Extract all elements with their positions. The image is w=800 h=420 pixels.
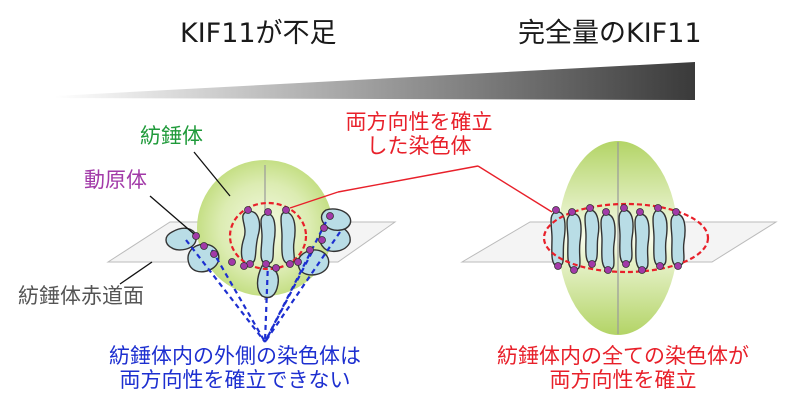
left-caption: 紡錘体内の外側の染色体は 両方向性を確立できない: [70, 344, 400, 392]
kinetochore: [294, 258, 302, 266]
equatorial-plane-label: 紡錘体赤道面: [18, 284, 144, 308]
kinetochore: [588, 260, 596, 268]
kinetochore: [228, 258, 236, 266]
kinetochore: [200, 242, 208, 250]
kinetochore: [622, 260, 630, 268]
left-bioriented-ellipse: [228, 201, 308, 271]
kinetochore: [674, 262, 682, 270]
kif11-gradient-wedge: [55, 62, 695, 100]
kinetochore: [282, 206, 290, 214]
kinetochore: [244, 206, 252, 214]
failure-line: [185, 239, 266, 343]
left-failure-lines: [185, 213, 341, 343]
chromosome: [618, 209, 634, 265]
chromosome: [584, 209, 600, 265]
chromosome: [260, 213, 276, 265]
kinetochore: [672, 208, 680, 216]
kinetochore: [318, 236, 326, 244]
kinetochore: [638, 266, 646, 274]
kinetochore: [262, 260, 270, 268]
chromosome: [652, 209, 668, 267]
left-caption-line1: 紡錘体内の外側の染色体は: [109, 344, 361, 368]
right-bioriented-ellipse: [542, 202, 710, 274]
kinetochore: [306, 246, 314, 254]
chromosome: [670, 213, 686, 267]
spindle-label: 紡錘体: [140, 124, 203, 148]
bioriented-connector-left: [289, 191, 339, 209]
kinetochore: [656, 262, 664, 270]
bioriented-label: 両方向性を確立 した染色体: [334, 110, 504, 158]
kinetochore: [210, 250, 218, 258]
failure-line: [263, 261, 270, 343]
left-kinetochores: [192, 206, 334, 272]
kinetochore: [586, 204, 594, 212]
chromosome: [165, 227, 197, 251]
kinetochore: [636, 208, 644, 216]
bioriented-label-line2: した染色体: [366, 134, 472, 159]
chromosome: [600, 213, 616, 271]
kinetochore: [554, 262, 562, 270]
right-caption-line2: 両方向性を確立: [549, 368, 697, 393]
spindle-leader-line: [193, 151, 231, 197]
kinetochore: [320, 224, 328, 232]
header-right-label: 完全量のKIF11: [518, 18, 702, 49]
right-kinetochores: [552, 204, 682, 274]
kinetochore: [620, 204, 628, 212]
chromosome: [187, 243, 220, 273]
plane-leader-line: [119, 261, 153, 285]
right-cell: [460, 141, 778, 335]
kinetochore: [570, 266, 578, 274]
kinetochore: [192, 232, 200, 240]
kinetochore: [272, 264, 280, 272]
failure-line: [264, 213, 331, 343]
chromosome: [280, 211, 296, 265]
kinetochore: [286, 260, 294, 268]
kinetochore: [264, 208, 272, 216]
right-caption-line1: 紡錘体内の全ての染色体が: [497, 344, 749, 368]
left-cell: [106, 151, 397, 343]
bioriented-connector-right: [477, 165, 553, 213]
right-caption: 紡錘体内の全ての染色体が 両方向性を確立: [458, 344, 788, 392]
kinetochore-label: 動原体: [84, 168, 147, 192]
left-caption-line2: 両方向性を確立できない: [119, 368, 351, 393]
right-chromosomes: [550, 209, 686, 271]
left-inner-chromosomes: [240, 210, 296, 265]
kinetochore-leader-line: [149, 195, 195, 235]
kinetochore: [568, 208, 576, 216]
kinetochore: [602, 208, 610, 216]
chromosome: [634, 213, 650, 271]
kinetochore: [240, 262, 248, 270]
failure-line: [264, 231, 341, 343]
bioriented-label-line1: 両方向性を確立: [345, 110, 493, 134]
kinetochore: [654, 204, 662, 212]
kinetochore: [552, 206, 560, 214]
kinetochore: [326, 212, 334, 220]
header-left-label: KIF11が不足: [180, 18, 337, 49]
bioriented-connector-bar: [337, 165, 479, 193]
kinetochore: [604, 266, 612, 274]
